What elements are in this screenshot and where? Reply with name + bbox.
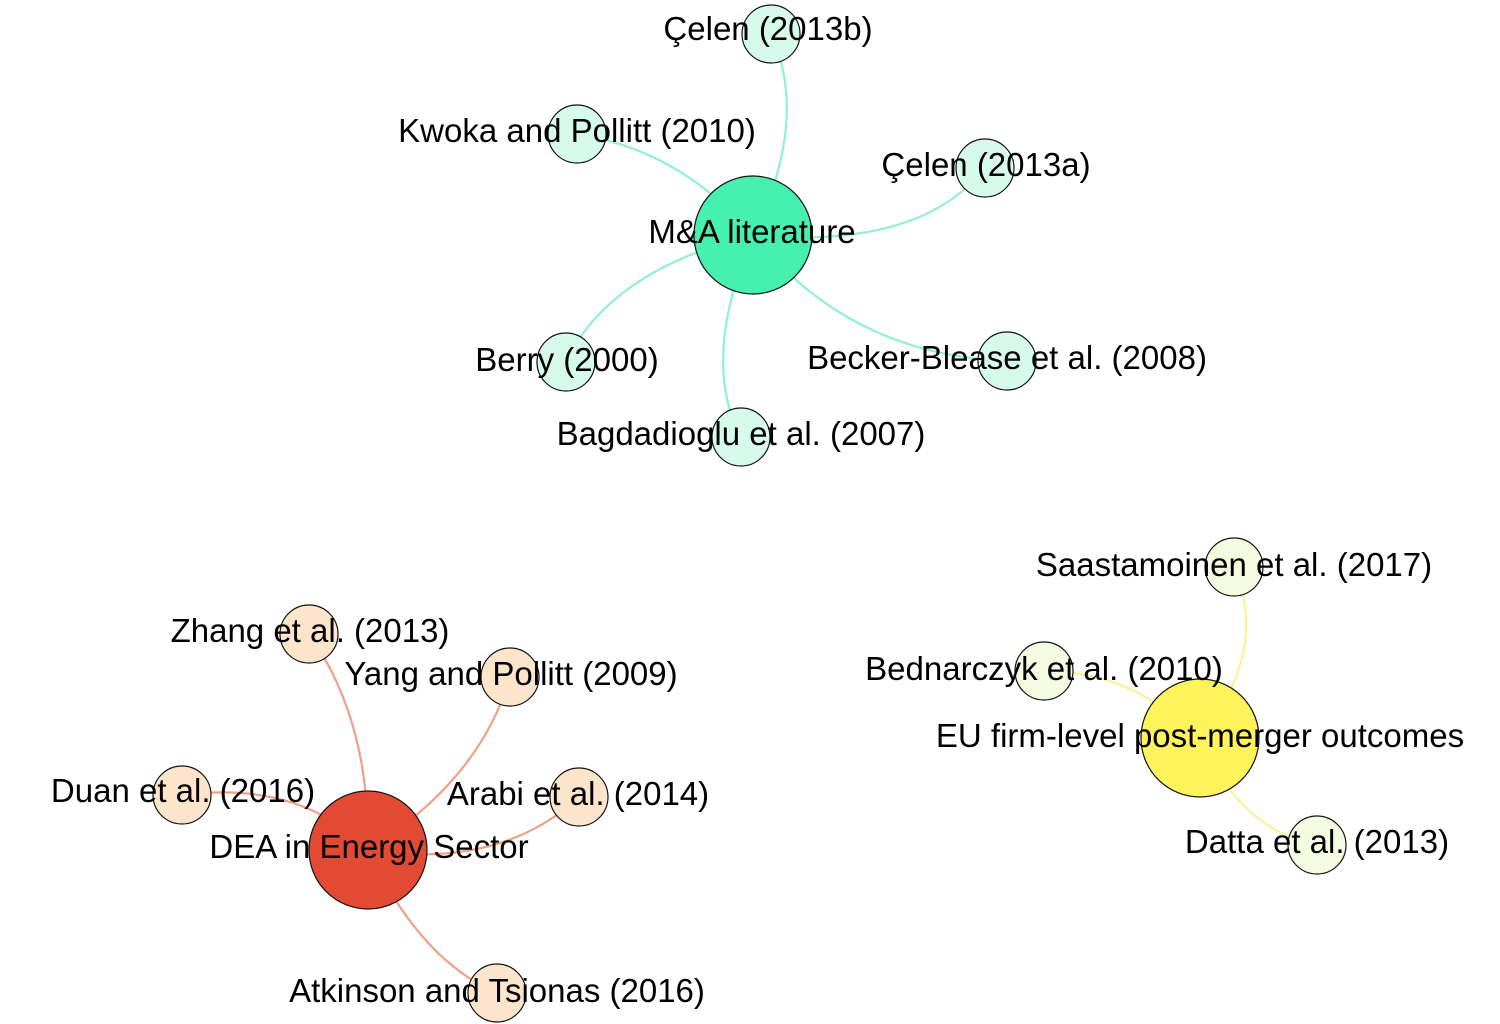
label-berry-2000: Berry (2000) <box>475 341 658 378</box>
node-bagdadioglu-2007[interactable] <box>711 407 771 467</box>
node-ma-literature-hub[interactable] <box>693 175 813 295</box>
node-celen-2013b[interactable] <box>741 4 801 64</box>
label-becker-blease-2008: Becker-Blease et al. (2008) <box>807 339 1207 376</box>
cluster-ma-literature: Çelen (2013b) Kwoka and Pollitt (2010) Ç… <box>398 4 1207 467</box>
node-kwoka-pollitt-2010[interactable] <box>547 104 607 164</box>
node-datta-2013[interactable] <box>1287 815 1347 875</box>
label-eu-post-merger-hub: EU firm-level post-merger outcomes <box>936 717 1464 754</box>
node-eu-post-merger-hub[interactable] <box>1140 678 1260 798</box>
node-arabi-2014[interactable] <box>549 767 609 827</box>
label-atkinson-tsionas-2016: Atkinson and Tsionas (2016) <box>289 972 705 1009</box>
node-dea-energy-hub[interactable] <box>308 790 428 910</box>
label-dea-energy-hub: DEA in Energy Sector <box>209 828 528 865</box>
node-becker-blease-2008[interactable] <box>977 331 1037 391</box>
node-celen-2013a[interactable] <box>955 138 1015 198</box>
cluster-dea-energy: Zhang et al. (2013) Yang and Pollitt (20… <box>51 604 709 1023</box>
label-kwoka-pollitt-2010: Kwoka and Pollitt (2010) <box>398 112 756 149</box>
node-atkinson-tsionas-2016[interactable] <box>467 963 527 1023</box>
label-bagdadioglu-2007: Bagdadioglu et al. (2007) <box>557 415 926 452</box>
node-yang-pollitt-2009[interactable] <box>480 647 540 707</box>
label-arabi-2014: Arabi et al. (2014) <box>447 775 709 812</box>
label-yang-pollitt-2009: Yang and Pollitt (2009) <box>344 655 677 692</box>
node-saastamoinen-2017[interactable] <box>1204 537 1264 597</box>
node-bednarczyk-2010[interactable] <box>1014 641 1074 701</box>
label-celen-2013b: Çelen (2013b) <box>663 10 872 47</box>
label-datta-2013: Datta et al. (2013) <box>1185 823 1449 860</box>
label-bednarczyk-2010: Bednarczyk et al. (2010) <box>865 650 1223 687</box>
label-ma-literature-hub: M&A literature <box>648 213 855 250</box>
cluster-eu-post-merger: Saastamoinen et al. (2017) Bednarczyk et… <box>865 537 1464 875</box>
node-duan-2016[interactable] <box>152 765 212 825</box>
node-berry-2000[interactable] <box>536 332 596 392</box>
label-zhang-2013: Zhang et al. (2013) <box>171 612 450 649</box>
label-duan-2016: Duan et al. (2016) <box>51 772 315 809</box>
label-celen-2013a: Çelen (2013a) <box>881 146 1090 183</box>
label-saastamoinen-2017: Saastamoinen et al. (2017) <box>1036 546 1432 583</box>
node-zhang-2013[interactable] <box>279 604 339 664</box>
